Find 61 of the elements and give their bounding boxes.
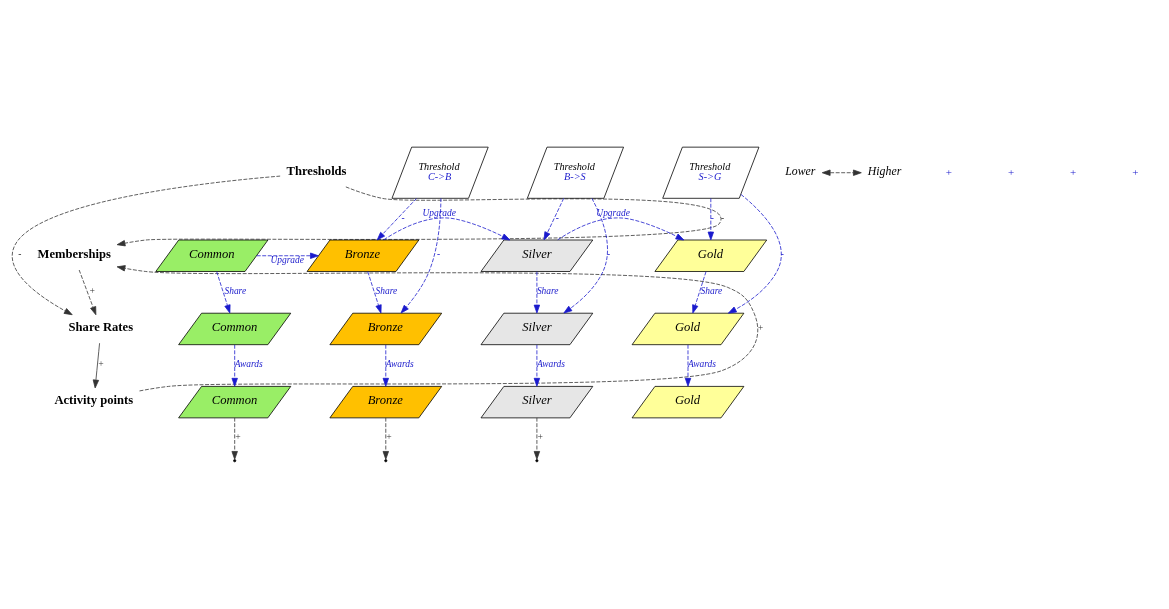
arrow: [557, 217, 685, 241]
arrow: [382, 344, 389, 387]
arrow: [231, 344, 238, 387]
arrow: [821, 169, 862, 176]
label: +: [945, 165, 952, 178]
arrow: [11, 175, 281, 316]
arrow: [383, 217, 511, 241]
label: +: [1070, 165, 1077, 178]
edge-label: Share: [224, 286, 247, 296]
arrow: [563, 198, 608, 314]
arrow: [116, 186, 722, 247]
edge-label: -: [436, 249, 441, 260]
arrow: [216, 271, 231, 314]
label: +: [1132, 165, 1139, 178]
edge-label: +: [97, 359, 105, 370]
edge-label: -: [555, 212, 559, 223]
arrow: [707, 198, 714, 241]
arrow: [692, 271, 707, 314]
arrow: [116, 265, 759, 392]
edge-label: -: [606, 249, 611, 260]
arrow: [400, 197, 442, 314]
arrow: [684, 344, 692, 387]
arrow: [92, 342, 100, 389]
edge-label: -: [710, 212, 714, 223]
edge-label: +: [89, 286, 96, 296]
arrow: [543, 198, 565, 241]
arrow: [231, 417, 238, 460]
arrow: [533, 271, 541, 314]
edge-label: Awards: [385, 359, 414, 370]
edge-label: Share: [375, 286, 398, 296]
edge-label: -: [721, 212, 725, 223]
arrow: [256, 252, 319, 259]
node-text: Memberships: [37, 246, 111, 261]
edge-label: Share: [700, 286, 723, 296]
node-text: Activity points: [54, 393, 134, 408]
edge-label: Share: [536, 286, 559, 296]
arrow: [533, 417, 541, 460]
node-text: Share Rates: [68, 320, 134, 335]
arrow: [376, 198, 417, 241]
edge-label: Upgrade: [422, 207, 456, 218]
edge-label: +: [757, 322, 764, 333]
arrow: [367, 271, 382, 314]
edge-label: -: [18, 249, 22, 260]
arrow: [382, 417, 389, 460]
edge-label: Awards: [688, 359, 716, 370]
arrow: [533, 344, 541, 387]
arrow: [727, 194, 782, 314]
edge-label: Awards: [536, 359, 565, 370]
node-text: Thresholds: [286, 163, 347, 178]
node-text: Lower: [785, 163, 816, 178]
edge-label: -: [401, 212, 405, 223]
edge-label: Upgrade: [596, 207, 630, 218]
edge-label: +: [385, 432, 393, 443]
edge-label: -: [780, 249, 785, 260]
edge-label: +: [536, 432, 544, 443]
edge-label: Awards: [234, 359, 263, 370]
edge-label: +: [234, 432, 242, 443]
label: +: [1007, 165, 1015, 178]
edge-label: Upgrade: [270, 254, 304, 265]
arrow: [78, 269, 97, 316]
node-text: Higher: [867, 163, 902, 178]
